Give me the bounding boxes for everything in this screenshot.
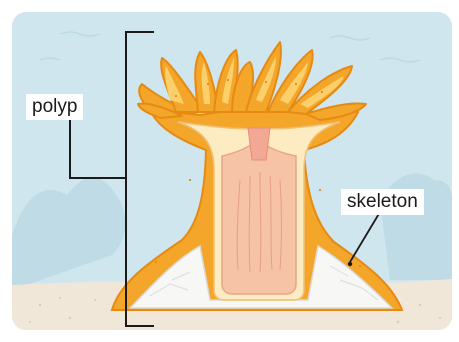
polyp-mouth bbox=[248, 128, 270, 160]
skeleton-leader-dot bbox=[348, 262, 352, 266]
skeleton-label: skeleton bbox=[341, 189, 424, 215]
gastric-cavity bbox=[222, 140, 296, 294]
polyp-label: polyp bbox=[26, 94, 83, 120]
